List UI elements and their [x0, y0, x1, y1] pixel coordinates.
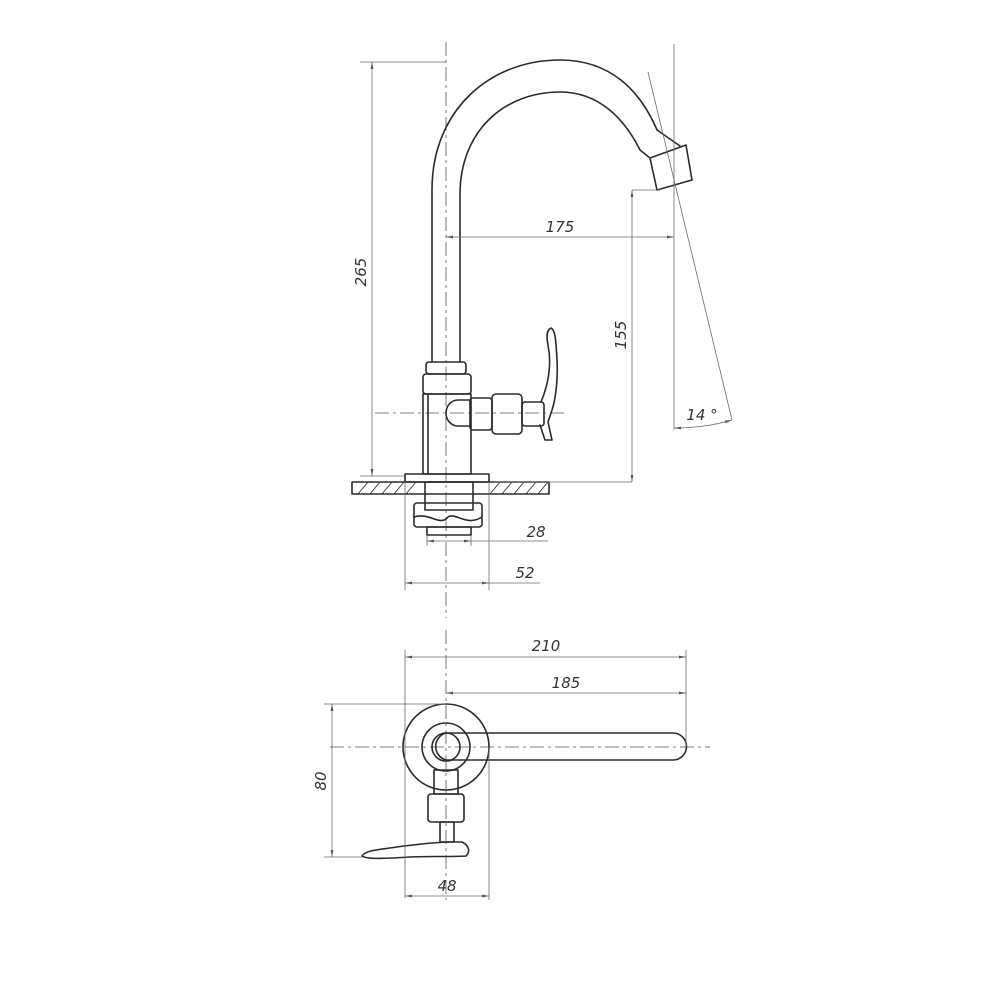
dim-flange-diameter: 52: [515, 564, 534, 582]
dim-handle-depth: 80: [312, 771, 330, 790]
body-circle: [421, 722, 471, 772]
dim-spout-reach: 175: [546, 218, 575, 236]
handle-hub-plan: [439, 821, 455, 843]
spout-tube-inner: [459, 91, 651, 363]
dim-outlet-height: 155: [612, 321, 630, 350]
dim-height-total: 265: [352, 258, 370, 287]
handle-hub: [521, 401, 545, 427]
lever-handle: [539, 327, 559, 441]
dim-arc-spout-angle: [673, 419, 733, 430]
lever-handle-plan: [361, 841, 470, 860]
valve-cartridge: [469, 397, 493, 431]
dim-spout-length: 185: [552, 674, 581, 692]
body-collar: [422, 373, 472, 395]
dim-body-width: 48: [437, 877, 456, 895]
threaded-shank: [424, 481, 474, 511]
base-flange: [404, 473, 490, 483]
valve-spigot: [445, 399, 471, 427]
lock-nut-detail: [413, 515, 483, 522]
countertop: [351, 481, 550, 495]
dim-overall-length: 210: [532, 637, 561, 655]
spout-tube: [431, 59, 681, 363]
top-view: 210 185 80 48: [312, 630, 710, 900]
shank-end: [426, 526, 472, 536]
dim-thread-diameter: 28: [526, 523, 545, 541]
spout-plan: [434, 732, 688, 761]
dim-spout-angle: 14 °: [686, 406, 717, 424]
valve-bonnet: [491, 393, 523, 435]
side-view: 265 175 155 14 ° 28 52: [351, 42, 733, 618]
